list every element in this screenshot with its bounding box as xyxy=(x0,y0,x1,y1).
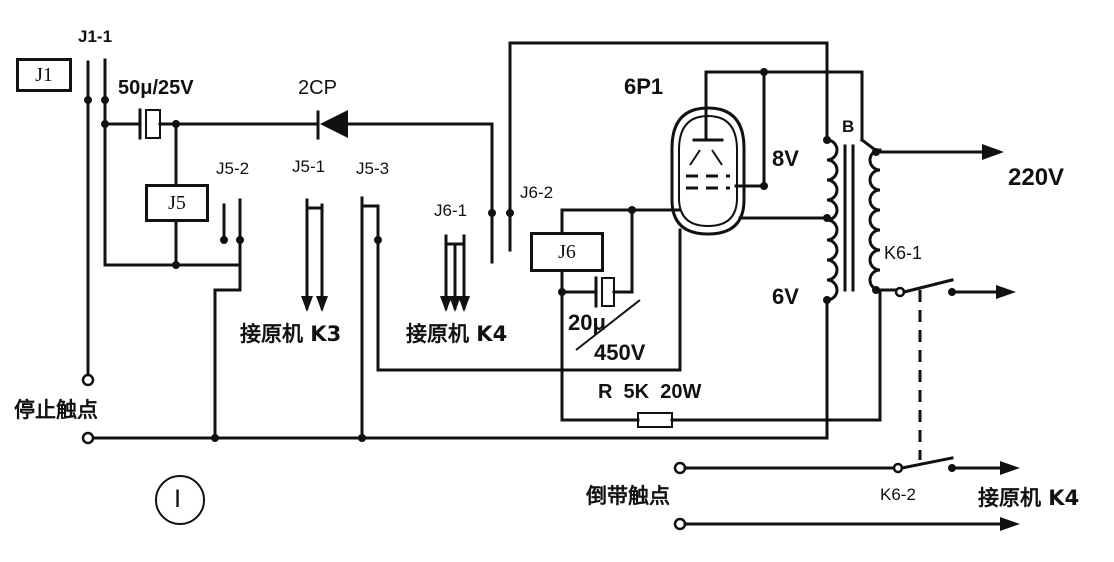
cap2-voltage-label: 450V xyxy=(594,340,646,365)
j5-3-contact xyxy=(360,196,682,442)
stop-bus xyxy=(90,434,829,442)
to-k4-label-bottom: 接原机 K4 xyxy=(978,486,1080,510)
j6-2-contact xyxy=(506,41,829,252)
cap1-label: 50μ/25V xyxy=(118,77,194,99)
cap2-value-label: 20μ xyxy=(568,310,606,335)
figure-number-label: Ⅰ xyxy=(174,486,182,513)
k6-2-label: K6-2 xyxy=(880,485,916,504)
heater-wiring xyxy=(704,68,864,190)
j5-2-label: J5-2 xyxy=(216,159,250,178)
v220-label: 220V xyxy=(1008,164,1065,191)
j6-1-label: J6-1 xyxy=(434,201,468,220)
j5-coil-wiring xyxy=(103,122,242,269)
j5-3-label: J5-3 xyxy=(356,159,390,178)
transformer-label: B xyxy=(842,117,855,136)
resistor-label: R 5K 20W xyxy=(598,381,702,403)
k6-1-switch xyxy=(874,278,1016,460)
j5-1-label: J5-1 xyxy=(292,157,326,176)
to-k4-label: 接原机 K4 xyxy=(406,322,508,346)
k6-1-label: K6-1 xyxy=(884,243,923,263)
relay-j6-box: J6 xyxy=(530,232,604,272)
figure-number-circle xyxy=(155,475,205,525)
relay-j1-box: J1 xyxy=(16,58,72,92)
stop-terminal-2 xyxy=(81,431,95,445)
relay-j5-box: J5 xyxy=(145,184,209,222)
k6-2-switch xyxy=(673,456,1020,531)
stop-contact-label: 停止触点 xyxy=(14,398,98,422)
v8-label: 8V xyxy=(772,146,799,171)
j1-1-contact xyxy=(84,58,109,380)
diode-label: 2CP xyxy=(298,77,337,99)
stop-terminal-1 xyxy=(81,373,95,387)
to-k3-label: 接原机 K3 xyxy=(240,322,342,346)
capacitor-20u xyxy=(560,276,641,351)
capacitor-50u xyxy=(101,108,320,140)
v6-label: 6V xyxy=(772,284,799,309)
tube-6p1 xyxy=(670,70,829,372)
diode-2cp xyxy=(316,110,496,264)
j5-1-contact xyxy=(301,198,328,312)
resistor-5k xyxy=(560,412,882,428)
output-220v xyxy=(876,144,1004,160)
j6-1-contact xyxy=(440,234,470,312)
transformer-b xyxy=(823,70,882,440)
j5-2-contact xyxy=(213,198,244,442)
j6-2-label: J6-2 xyxy=(520,183,554,202)
j1-1-label: J1-1 xyxy=(78,27,113,46)
tube-label: 6P1 xyxy=(624,74,664,99)
rewind-contact-label: 倒带触点 xyxy=(586,484,670,508)
